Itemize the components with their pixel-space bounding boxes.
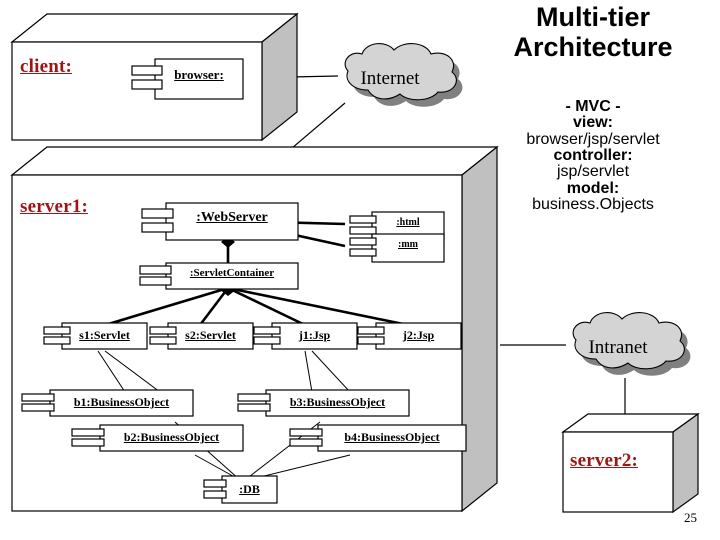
- mvc-controller-label: controller:: [553, 146, 633, 164]
- component-j2-jsp[interactable]: [357, 322, 462, 350]
- component-label-b4: b4:BusinessObject: [344, 430, 440, 444]
- component-webserver[interactable]: [141, 202, 299, 241]
- component-db[interactable]: [203, 475, 278, 504]
- component-label-servletcontainer: :ServletContainer: [189, 267, 275, 279]
- link-container-s1: [104, 286, 229, 327]
- mvc-model-value: business.Objects: [532, 195, 654, 213]
- link-container-s2: [198, 287, 230, 326]
- link-container-j2: [227, 286, 409, 327]
- component-b4-businessobject[interactable]: [289, 424, 467, 452]
- component-label-b2: b2:BusinessObject: [123, 430, 220, 444]
- link-container-j1: [227, 286, 306, 327]
- link-j1-b3: [304, 350, 313, 393]
- component-label-db: :DB: [239, 482, 260, 496]
- component-b3-businessobject[interactable]: [237, 389, 410, 417]
- mvc-view-label: view:: [572, 114, 613, 132]
- mvc-note: - MVC - view: browser/jsp/servlet contro…: [470, 98, 716, 213]
- mvc-controller-value: jsp/servlet: [556, 163, 630, 181]
- component-label-s2: s2:Servlet: [185, 328, 236, 342]
- mvc-view-value: browser/jsp/servlet: [526, 130, 660, 148]
- mvc-model-label: model:: [566, 179, 620, 197]
- component-label-html: :html: [396, 217, 420, 228]
- node-server2[interactable]: [561, 412, 700, 514]
- component-mm[interactable]: [349, 233, 445, 263]
- node-label-server1: server1:: [20, 196, 89, 217]
- component-s1-servlet[interactable]: [43, 322, 148, 350]
- component-label-webserver: :WebServer: [196, 210, 268, 225]
- cloud-label-internet: Internet: [360, 68, 420, 89]
- component-label-b3: b3:BusinessObject: [289, 395, 386, 409]
- component-label-s1: s1:Servlet: [79, 328, 130, 342]
- node-label-client: client:: [20, 56, 73, 77]
- component-label-j1: j1:Jsp: [298, 328, 331, 342]
- component-s2-servlet[interactable]: [149, 322, 254, 350]
- component-servletcontainer[interactable]: [139, 262, 299, 290]
- component-label-browser: browser:: [174, 67, 224, 82]
- page-title: Multi-tier Architecture: [470, 2, 716, 62]
- component-label-mm: :mm: [398, 239, 418, 250]
- component-b1-businessobject[interactable]: [21, 389, 194, 417]
- component-j1-jsp[interactable]: [253, 322, 358, 350]
- link-s1-b1: [97, 350, 126, 393]
- title-line-2: Architecture: [513, 32, 673, 63]
- page-number: 25: [684, 510, 697, 525]
- cloud-label-intranet: Intranet: [588, 337, 648, 358]
- link-s1-b2: [104, 350, 161, 393]
- component-label-b1: b1:BusinessObject: [73, 395, 170, 409]
- component-b2-businessobject[interactable]: [71, 424, 244, 452]
- component-label-j2: j2:Jsp: [402, 328, 435, 342]
- title-line-1: Multi-tier: [536, 2, 650, 32]
- link-j1-b4: [311, 350, 351, 393]
- component-browser[interactable]: [131, 58, 244, 100]
- mvc-heading: - MVC -: [565, 98, 621, 115]
- node-label-server2: server2:: [570, 450, 639, 471]
